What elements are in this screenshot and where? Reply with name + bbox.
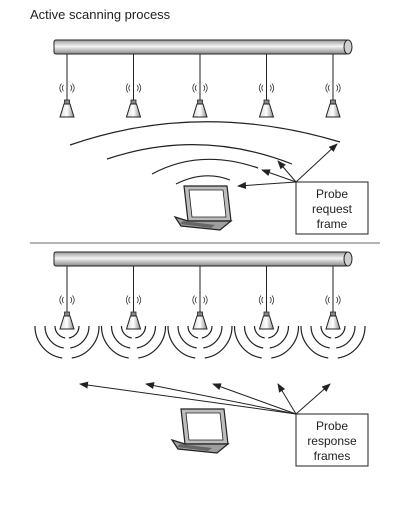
access-point-icon bbox=[233, 266, 300, 359]
probe-response-label-box bbox=[295, 413, 369, 467]
laptop-icon bbox=[173, 185, 233, 231]
wifi-signal-icon bbox=[125, 83, 142, 93]
probe-response-waves bbox=[233, 325, 300, 359]
wifi-signal-icon bbox=[59, 83, 75, 93]
arrow-icon bbox=[295, 383, 331, 415]
wifi-signal-icon bbox=[192, 295, 208, 305]
arrow-icon bbox=[295, 143, 338, 183]
access-point-icon bbox=[258, 54, 275, 118]
wifi-signal-icon bbox=[258, 83, 275, 93]
wifi-signal-icon bbox=[258, 295, 275, 305]
bottom-panel: Probe response frames bbox=[34, 251, 369, 467]
wifi-signal-icon bbox=[125, 295, 142, 305]
ceiling-pipe-icon bbox=[53, 251, 353, 267]
probe-response-label-line: Probe bbox=[316, 419, 348, 433]
wifi-signal-icon bbox=[325, 83, 341, 93]
ceiling-pipe-icon bbox=[53, 39, 353, 55]
top-panel: Probe request frame bbox=[53, 39, 369, 235]
wifi-signal-icon bbox=[325, 295, 341, 305]
probe-request-label-line: Probe bbox=[316, 187, 348, 201]
diagram-title: Active scanning process bbox=[30, 7, 171, 22]
arrow-icon bbox=[277, 383, 297, 415]
probe-response-label-line: response bbox=[307, 434, 357, 448]
probe-request-label-line: request bbox=[312, 202, 353, 216]
probe-request-pointer-arrows bbox=[237, 143, 338, 189]
access-point-icon bbox=[325, 54, 341, 118]
arrow-icon bbox=[237, 181, 297, 189]
access-point-icon bbox=[59, 54, 75, 118]
arrow-icon bbox=[212, 383, 297, 415]
probe-response-waves bbox=[100, 325, 167, 359]
probe-response-waves bbox=[167, 325, 233, 359]
laptop-icon bbox=[170, 408, 230, 454]
access-points-top bbox=[59, 54, 341, 118]
wifi-signal-icon bbox=[59, 295, 75, 305]
arrow-icon bbox=[79, 381, 297, 415]
access-point-icon bbox=[100, 266, 167, 359]
wifi-signal-icon bbox=[192, 83, 208, 93]
access-point-icon bbox=[167, 266, 233, 359]
probe-response-pointer-arrows bbox=[79, 381, 331, 415]
access-points-bottom bbox=[34, 266, 366, 359]
arrow-icon bbox=[277, 160, 297, 183]
probe-response-waves bbox=[300, 325, 366, 359]
access-point-icon bbox=[300, 266, 366, 359]
probe-response-waves bbox=[34, 325, 100, 359]
probe-request-waves bbox=[69, 121, 341, 185]
access-point-icon bbox=[125, 54, 142, 118]
arrow-icon bbox=[145, 382, 297, 415]
probe-request-label-box bbox=[295, 181, 369, 235]
probe-response-label-line: frames bbox=[314, 449, 351, 463]
probe-request-label-line: frame bbox=[317, 217, 348, 231]
access-point-icon bbox=[34, 266, 100, 359]
access-point-icon bbox=[192, 54, 208, 118]
arrow-icon bbox=[261, 169, 297, 183]
